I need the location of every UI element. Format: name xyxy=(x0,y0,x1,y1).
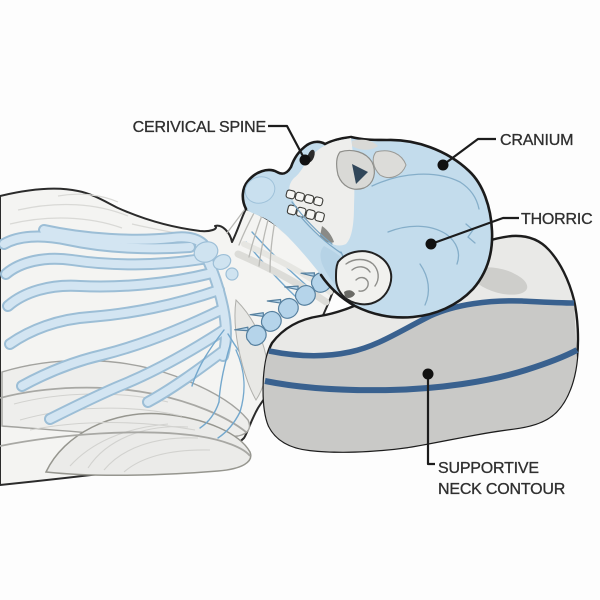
label-cranium: CRANIUM xyxy=(500,132,574,149)
leader-line-cranium xyxy=(442,137,496,166)
suture-lines xyxy=(371,173,480,306)
pillow-band-lower xyxy=(264,347,579,394)
label-neck-contour-line2: NECK CONTOUR xyxy=(438,481,566,498)
mouth-shadow xyxy=(320,226,334,243)
pillow-band-upper xyxy=(268,298,575,359)
contour-pillow xyxy=(262,234,580,453)
temporalis-muscle xyxy=(372,150,407,179)
label-neck-contour-line1: SUPPORTIVE xyxy=(438,460,539,477)
shoulder-muscles xyxy=(0,359,252,477)
label-thorric: THORRIC xyxy=(521,211,593,228)
label-cervical-spine: CERIVICAL SPINE xyxy=(132,119,267,136)
ribcage xyxy=(0,224,239,425)
marker-dot-cervical-spine xyxy=(299,154,311,166)
marker-dot-cranium xyxy=(437,159,449,171)
annotation-lines xyxy=(268,124,519,466)
chin xyxy=(244,176,276,204)
head-shadow xyxy=(472,267,528,295)
marker-dot-neck-contour xyxy=(422,368,434,380)
annotation-dots xyxy=(299,154,449,380)
leader-line-cervical-spine xyxy=(268,124,306,161)
label-neck-contour: SUPPORTIVE NECK CONTOUR xyxy=(438,458,566,500)
teeth xyxy=(285,189,325,223)
skull xyxy=(241,135,494,319)
marker-dot-thorric xyxy=(425,238,437,250)
torso xyxy=(0,187,346,486)
leader-line-thorric xyxy=(430,216,519,246)
leader-line-neck-contour xyxy=(426,374,435,466)
ear xyxy=(334,250,393,306)
brow-muscle xyxy=(352,139,378,150)
orbit-shadow xyxy=(352,164,368,184)
